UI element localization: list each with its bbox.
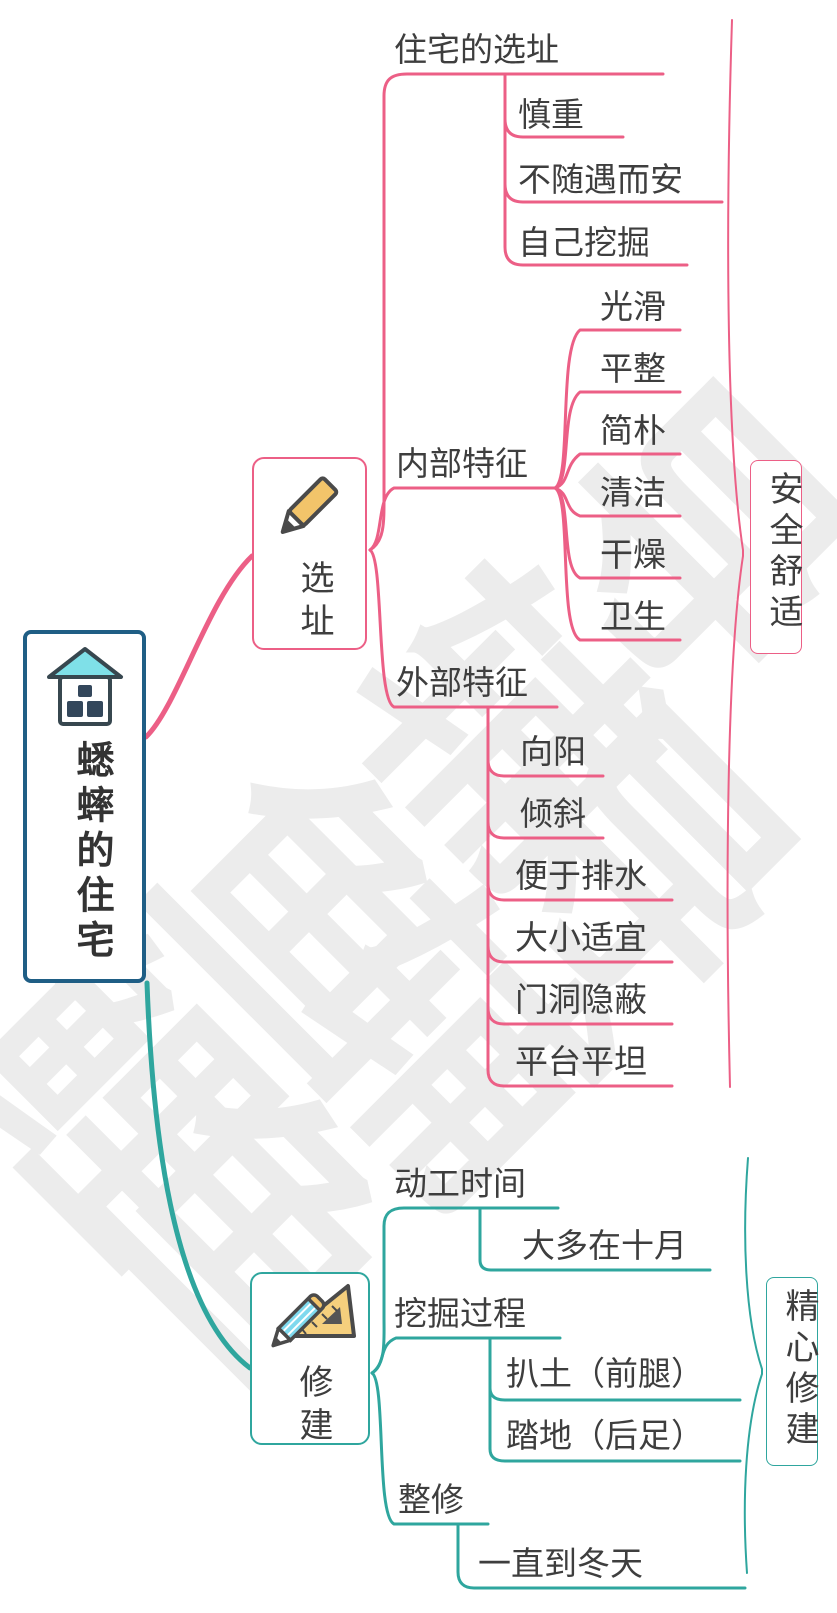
topic-hidden-door[interactable]: 门洞隐蔽 (515, 981, 647, 1018)
branch-internal-child-3 (553, 452, 682, 490)
topic-cautious[interactable]: 慎重 (518, 96, 584, 133)
topic-hygienic[interactable]: 卫生 (600, 598, 666, 635)
topic-until-winter[interactable]: 一直到冬天 (478, 1545, 643, 1582)
topic-mostly-october[interactable]: 大多在十月 (522, 1227, 687, 1264)
topic-flat[interactable]: 平整 (600, 350, 666, 387)
topic-scrape-forelegs[interactable]: 扒土（前腿） (506, 1355, 704, 1392)
root-node-label[interactable]: 蟋蟀的住宅 (70, 740, 112, 965)
summary-careful-build[interactable] (766, 1277, 818, 1466)
topic-start-time[interactable]: 动工时间 (394, 1165, 526, 1202)
topic-not-settle[interactable]: 不随遇而安 (518, 161, 683, 198)
topic-stamp-hindfeet[interactable]: 踏地（后足） (506, 1417, 704, 1454)
topic-right-size[interactable]: 大小适宜 (515, 919, 647, 956)
house-icon (47, 647, 123, 726)
topic-house-siting[interactable]: 住宅的选址 (394, 31, 559, 68)
branch-select-to-external (368, 548, 559, 709)
topic-sloped[interactable]: 倾斜 (520, 795, 586, 832)
branch-select-to-internal (368, 486, 557, 552)
branch-root-to-build (144, 980, 253, 1371)
summary-careful-build-label[interactable]: 精心修建 (780, 1288, 818, 1452)
summary-bracket-safe (726, 19, 744, 1088)
topic-renovation[interactable]: 整修 (398, 1481, 464, 1518)
node-select-site-label[interactable]: 选址 (295, 560, 333, 646)
topic-dry[interactable]: 干燥 (600, 536, 666, 573)
topic-digging-process[interactable]: 挖掘过程 (394, 1295, 526, 1332)
branch-build-to-renovate (370, 1371, 490, 1526)
branch-external-child-6 (486, 705, 674, 1088)
summary-safe-comfortable[interactable] (750, 460, 802, 654)
branch-build-to-dig (370, 1336, 562, 1375)
summary-bracket-careful (743, 1157, 763, 1574)
branch-dig-child-2 (488, 1336, 742, 1463)
topic-sunny[interactable]: 向阳 (520, 733, 586, 770)
topic-easy-drain[interactable]: 便于排水 (515, 857, 647, 894)
topic-internal-features[interactable]: 内部特征 (396, 445, 528, 482)
node-build-label[interactable]: 修建 (294, 1364, 332, 1450)
ruler-pencil-icon (271, 1284, 356, 1348)
branch-siting-child-3 (503, 72, 689, 267)
branch-select-to-siting (368, 72, 665, 552)
pencil-icon (280, 476, 339, 534)
branch-root-to-select (143, 553, 255, 740)
topic-clean[interactable]: 清洁 (600, 474, 666, 511)
branch-internal-child-6 (553, 486, 682, 642)
summary-safe-comfortable-label[interactable]: 安全舒适 (764, 471, 802, 635)
topic-flat-platform[interactable]: 平台平坦 (515, 1043, 647, 1080)
branch-start-child-1 (478, 1206, 712, 1272)
topic-smooth[interactable]: 光滑 (600, 288, 666, 325)
branch-renovate-child-1 (456, 1522, 747, 1590)
topic-simple[interactable]: 简朴 (600, 412, 666, 449)
branch-internal-child-2 (553, 390, 682, 490)
topic-dig-itself[interactable]: 自己挖掘 (518, 224, 650, 261)
topic-external-features[interactable]: 外部特征 (396, 664, 528, 701)
